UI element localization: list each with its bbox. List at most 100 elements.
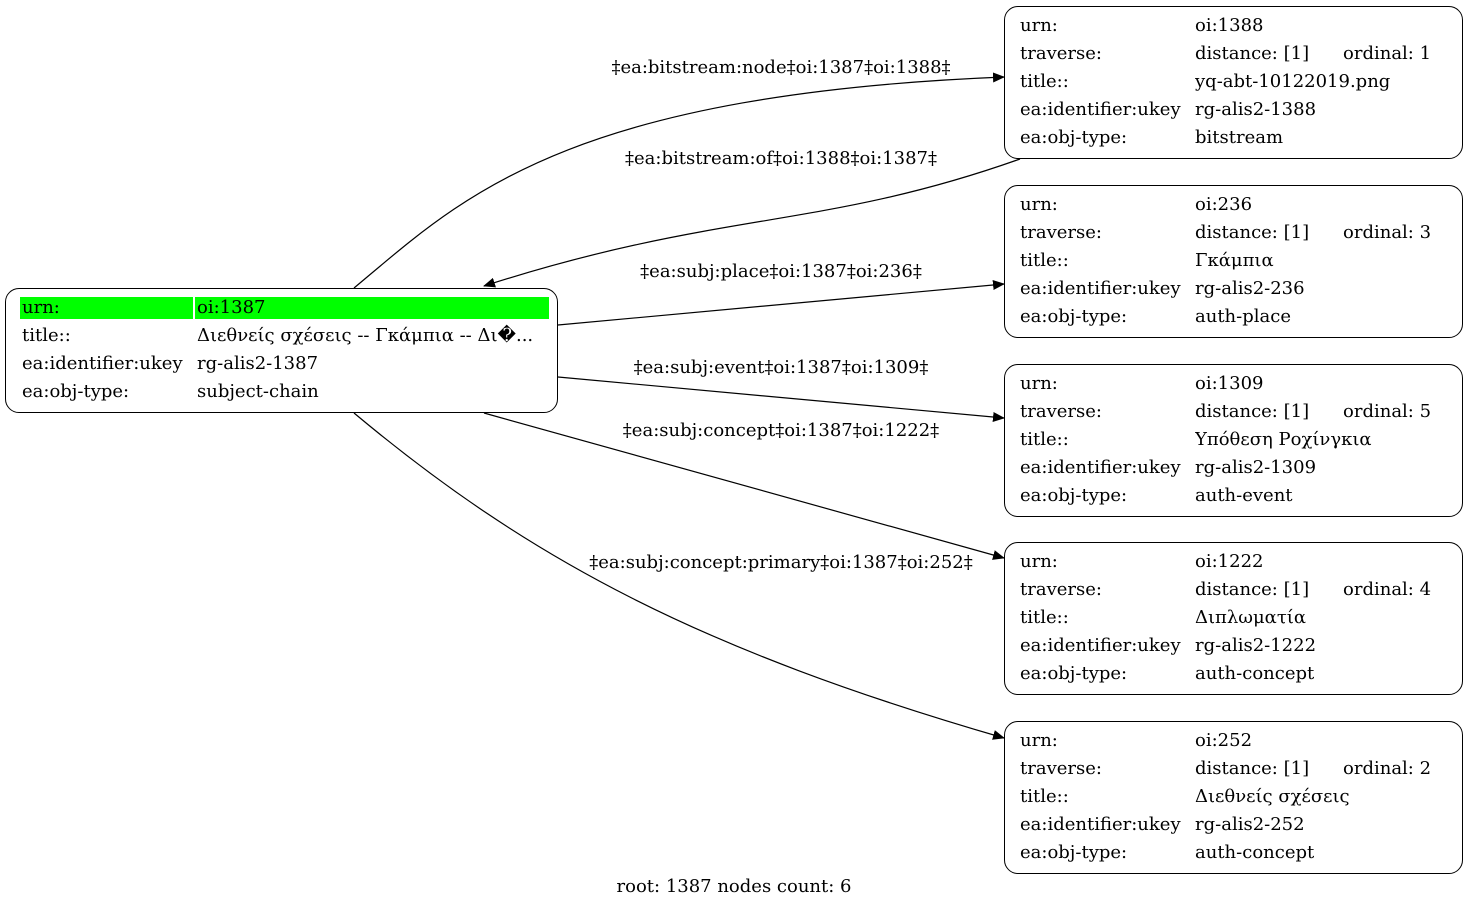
node-urn-value: oi:1222: [1195, 551, 1264, 572]
node-row-traverse: traverse: distance: [1] ordinal: 2: [1005, 755, 1462, 783]
node-ukey-value: rg-alis2-1309: [1195, 457, 1317, 478]
node-ukey-key: ea:identifier:ukey: [1020, 814, 1181, 835]
node-objtype-key: ea:obj-type:: [1020, 842, 1128, 863]
node-urn-key: urn:: [1020, 373, 1058, 394]
node-objtype-value: auth-concept: [1195, 663, 1315, 684]
node-objtype-value: auth-event: [1195, 485, 1293, 506]
node-ukey-key: ea:identifier:ukey: [1020, 99, 1181, 120]
node-traverse-key: traverse:: [1020, 43, 1102, 64]
node-row-urn: urn: oi:1222: [1005, 548, 1462, 576]
node-row-title: title::yq-abt-10122019.png: [1005, 68, 1462, 96]
node-row-ukey: ea:identifier:ukey rg-alis2-1222: [1005, 632, 1462, 660]
node-row-objtype: ea:obj-type: bitstream: [1005, 124, 1462, 152]
node-urn-value: oi:1388: [1195, 15, 1264, 36]
node-urn-value: oi:236: [1195, 194, 1253, 215]
node-row-urn: urn: oi:1388: [1005, 12, 1462, 40]
node-traverse-key: traverse:: [1020, 401, 1102, 422]
edge-label-subj-concept-primary: ‡ea:subj:concept:primary‡oi:1387‡oi:252‡: [589, 552, 973, 573]
node-traverse-value: distance: [1]: [1195, 222, 1310, 243]
node-1388[interactable]: urn: oi:1388 traverse:distance: [1]ordinal…: [1004, 6, 1463, 159]
edge-subj-concept-primary: [353, 412, 1005, 740]
node-title-key: title::: [1020, 429, 1069, 450]
root-objtype-value: subject-chain: [197, 381, 319, 402]
root-urn-value: oi:1387: [195, 297, 549, 319]
root-node[interactable]: urn: oi:1387 title:: Διεθνείς σχέσεις --…: [5, 288, 558, 413]
node-objtype-value: auth-place: [1195, 306, 1291, 327]
node-traverse-value: distance: [1]: [1195, 758, 1310, 779]
node-urn-value: oi:252: [1195, 730, 1253, 751]
graph-footer: root: 1387 nodes count: 6: [616, 876, 852, 897]
node-row-ukey: ea:identifier:ukey rg-alis2-252: [1005, 811, 1462, 839]
node-traverse-key: traverse:: [1020, 579, 1102, 600]
node-title-key: title::: [1020, 71, 1069, 92]
node-1222[interactable]: urn: oi:1222 traverse: distance: [1] ordinal…: [1004, 542, 1463, 695]
node-traverse-value: distance: [1]: [1195, 579, 1310, 600]
node-252[interactable]: urn: oi:252 traverse: distance: [1] ordinal:…: [1004, 721, 1463, 874]
node-traverse-key: traverse:: [1020, 758, 1102, 779]
node-row-ukey: ea:identifier:ukey rg-alis2-236: [1005, 275, 1462, 303]
node-ukey-value: rg-alis2-236: [1195, 278, 1305, 299]
node-title-key: title::: [1020, 607, 1069, 628]
node-urn-key: urn:: [1020, 551, 1058, 572]
node-row-objtype: ea:obj-type: auth-concept: [1005, 839, 1462, 867]
node-row-traverse: traverse: distance: [1] ordinal: 5: [1005, 398, 1462, 426]
node-urn-key: urn:: [1020, 730, 1058, 751]
node-row-title: title::Διπλωματία: [1005, 604, 1462, 632]
node-1309[interactable]: urn: oi:1309 traverse: distance: [1] ordinal…: [1004, 364, 1463, 517]
node-objtype-key: ea:obj-type:: [1020, 306, 1128, 327]
node-row-ukey: ea:identifier:ukey rg-alis2-1309: [1005, 454, 1462, 482]
node-title-value: Διπλωματία: [1195, 607, 1306, 628]
node-objtype-value: auth-concept: [1195, 842, 1315, 863]
node-row-urn: urn: oi:252: [1005, 727, 1462, 755]
root-ukey-key: ea:identifier:ukey: [22, 353, 183, 374]
node-urn-key: urn:: [1020, 15, 1058, 36]
node-traverse-ordinal: ordinal: 1: [1343, 43, 1432, 64]
root-ukey-value: rg-alis2-1387: [197, 353, 319, 374]
node-traverse-ordinal: ordinal: 4: [1343, 579, 1432, 600]
root-title-value: Διεθνείς σχέσεις -- Γκάμπια -- Δι�...: [197, 325, 534, 346]
node-traverse-key: traverse:: [1020, 222, 1102, 243]
node-ukey-value: rg-alis2-252: [1195, 814, 1305, 835]
node-row-urn: urn: oi:236: [1005, 191, 1462, 219]
node-row-ukey: ea:identifier:ukey rg-alis2-1388: [1005, 96, 1462, 124]
edge-label-bitstream-node: ‡ea:bitstream:node‡oi:1387‡oi:1388‡: [611, 57, 951, 78]
node-title-value: yq-abt-10122019.png: [1195, 71, 1391, 92]
node-objtype-value: bitstream: [1195, 127, 1284, 148]
node-objtype-key: ea:obj-type:: [1020, 485, 1128, 506]
node-row-title: title::Γκάμπια: [1005, 247, 1462, 275]
node-title-value: Γκάμπια: [1195, 250, 1274, 271]
edge-subj-place: [557, 280, 1005, 326]
node-traverse-ordinal: ordinal: 5: [1343, 401, 1432, 422]
root-row-urn: urn: oi:1387: [6, 294, 557, 322]
node-urn-value: oi:1309: [1195, 373, 1264, 394]
node-row-urn: urn: oi:1309: [1005, 370, 1462, 398]
node-row-title: title::Διεθνείς σχέσεις: [1005, 783, 1462, 811]
node-title-value: Διεθνείς σχέσεις: [1195, 786, 1350, 807]
edge-bitstream-node: [353, 72, 1005, 289]
node-row-traverse: traverse:distance: [1]ordinal: 1: [1005, 40, 1462, 68]
node-traverse-value: distance: [1]: [1195, 401, 1310, 422]
node-ukey-value: rg-alis2-1388: [1195, 99, 1317, 120]
node-row-title: title::Υπόθεση Ροχίνγκια: [1005, 426, 1462, 454]
edge-bitstream-of: [483, 158, 1021, 288]
node-ukey-key: ea:identifier:ukey: [1020, 635, 1181, 656]
root-objtype-key: ea:obj-type:: [22, 381, 130, 402]
node-row-objtype: ea:obj-type: auth-event: [1005, 482, 1462, 510]
node-ukey-key: ea:identifier:ukey: [1020, 278, 1181, 299]
edge-subj-event: [557, 376, 1005, 422]
root-row-title: title:: Διεθνείς σχέσεις -- Γκάμπια -- Δ…: [6, 322, 557, 350]
node-objtype-key: ea:obj-type:: [1020, 127, 1128, 148]
node-urn-key: urn:: [1020, 194, 1058, 215]
node-row-traverse: traverse:distance: [1]ordinal: 3: [1005, 219, 1462, 247]
node-row-objtype: ea:obj-type: auth-concept: [1005, 660, 1462, 688]
node-ukey-key: ea:identifier:ukey: [1020, 457, 1181, 478]
edge-label-bitstream-of: ‡ea:bitstream:of‡oi:1388‡oi:1387‡: [625, 148, 937, 169]
root-title-key: title::: [22, 325, 71, 346]
node-objtype-key: ea:obj-type:: [1020, 663, 1128, 684]
node-ukey-value: rg-alis2-1222: [1195, 635, 1317, 656]
node-traverse-ordinal: ordinal: 2: [1343, 758, 1432, 779]
edge-label-subj-event: ‡ea:subj:event‡oi:1387‡oi:1309‡: [633, 357, 929, 378]
edge-subj-concept: [483, 412, 1005, 560]
